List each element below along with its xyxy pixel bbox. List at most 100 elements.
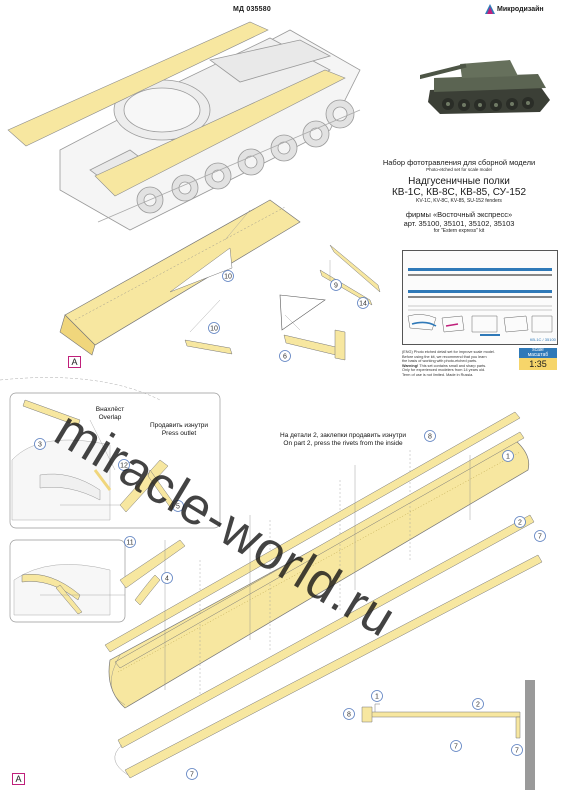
callout-7c: 7 bbox=[511, 744, 523, 756]
warning-line-2: Before using the kit, we recommend that … bbox=[402, 354, 487, 359]
set-title-ru: Набор фототравления для сборной модели bbox=[382, 158, 536, 167]
strip-part-7-upper bbox=[117, 514, 535, 749]
callout-7c-label: 7 bbox=[515, 748, 519, 755]
callout-12-label: 12 bbox=[120, 463, 128, 470]
section-label-top: A bbox=[68, 356, 81, 368]
product-title-ru-2: КВ-1С, КВ-8С, КВ-85, СУ-152 bbox=[391, 187, 527, 198]
callout-10a: 10 bbox=[222, 270, 234, 282]
bracket-part-10-lower bbox=[184, 339, 233, 355]
warning-block: (ENG) Photo etched detail set for improv… bbox=[402, 350, 517, 377]
strip-part-8 bbox=[104, 411, 521, 653]
scale-label-ru: масштаб bbox=[527, 352, 549, 358]
callout-4-label: 4 bbox=[165, 576, 169, 583]
product-title-ru-1: Надгусеничные полки bbox=[408, 176, 510, 187]
callout-7d: 7 bbox=[186, 768, 198, 780]
overlap-note-en: Overlap bbox=[98, 413, 122, 421]
callout-1b: 1 bbox=[371, 690, 383, 702]
bracket-part-6 bbox=[283, 329, 346, 361]
callout-4: 4 bbox=[161, 572, 173, 584]
brand-mark-icon bbox=[485, 4, 495, 14]
press-note-en: Press outlet bbox=[161, 429, 197, 437]
product-code: МД 035580 bbox=[233, 6, 271, 13]
callout-1a: 1 bbox=[502, 450, 514, 462]
section-label-bottom: A bbox=[12, 773, 25, 785]
part-callouts: 10 9 14 10 6 3 12 5 11 4 8 1 2 7 8 1 2 7… bbox=[34, 270, 546, 780]
strip-part-1 bbox=[114, 431, 525, 669]
bracket-part-10-small bbox=[279, 294, 326, 331]
callout-11-label: 11 bbox=[126, 540, 133, 547]
callout-6-label: 6 bbox=[283, 354, 287, 361]
overlap-note: Внахлёст Overlap bbox=[88, 406, 132, 421]
warning-line-1: (ENG) Photo etched detail set for improv… bbox=[402, 350, 495, 354]
inset-box-upper bbox=[9, 392, 221, 529]
callout-7a-label: 7 bbox=[538, 534, 542, 541]
callout-3-label: 3 bbox=[38, 442, 42, 449]
callout-3: 3 bbox=[34, 438, 46, 450]
scale-value: 1:35 bbox=[519, 358, 557, 370]
bracket-part-11 bbox=[119, 539, 186, 589]
callout-10a-label: 10 bbox=[224, 274, 232, 281]
part2-note: На детали 2, заклепки продавить изнутри … bbox=[270, 432, 416, 447]
bracket-part-9 bbox=[319, 269, 373, 306]
callout-12: 12 bbox=[118, 459, 130, 471]
inset-lower-drawing bbox=[13, 564, 111, 616]
callout-6: 6 bbox=[279, 350, 291, 362]
callout-1a-label: 1 bbox=[506, 454, 510, 461]
fret-sheet-preview: КВ-1С / 35100 bbox=[402, 250, 558, 345]
strip-part-7-lower bbox=[124, 554, 543, 779]
leader-lines-inset bbox=[40, 419, 125, 596]
scale-label-en: scale bbox=[532, 347, 544, 353]
warning-line-3: the basis of working with photo-etched p… bbox=[402, 359, 478, 363]
callout-7b: 7 bbox=[450, 740, 462, 752]
kit-maker-ru: фирмы «Восточный экспресс» bbox=[405, 210, 513, 219]
part2-note-en: On part 2, press the rivets from the ins… bbox=[283, 439, 403, 447]
hull-fender-left bbox=[7, 21, 269, 147]
fender-main-bottom bbox=[108, 439, 530, 709]
scale-label: scale масштаб bbox=[519, 348, 557, 358]
callout-2b: 2 bbox=[472, 698, 484, 710]
brand-name: Микродизайн bbox=[497, 6, 544, 13]
callout-11: 11 bbox=[124, 536, 136, 548]
callout-2a-label: 2 bbox=[518, 520, 522, 527]
callout-14: 14 bbox=[357, 297, 369, 309]
callout-7b-label: 7 bbox=[454, 744, 458, 751]
callout-7d-label: 7 bbox=[190, 772, 194, 779]
product-title-en: KV-1C, KV-8C, KV-85, SU-152 fenders bbox=[416, 198, 502, 204]
callout-8b: 8 bbox=[343, 708, 355, 720]
callout-8a: 8 bbox=[424, 430, 436, 442]
kit-articles: арт. 35100, 35101, 35102, 35103 bbox=[403, 219, 515, 228]
title-block: Набор фототравления для сборной модели P… bbox=[360, 158, 558, 234]
callout-10b: 10 bbox=[208, 322, 220, 334]
callout-5-label: 5 bbox=[176, 504, 180, 511]
press-note: Продавить изнутри Press outlet bbox=[140, 422, 218, 437]
leader-lines-bottom bbox=[111, 455, 471, 776]
warning-line-6: Term of use is not limited. Made in Russ… bbox=[402, 372, 474, 377]
overlap-note-ru: Внахлёст bbox=[95, 406, 125, 413]
kit-maker-en: for "Estern express" kit bbox=[433, 228, 485, 234]
press-note-ru: Продавить изнутри bbox=[149, 422, 209, 429]
callout-7a: 7 bbox=[534, 530, 546, 542]
callout-9: 9 bbox=[330, 279, 342, 291]
tank-photo bbox=[420, 38, 555, 118]
fret-label: КВ-1С / 35100 bbox=[530, 337, 557, 342]
bracket-part-4 bbox=[134, 574, 161, 606]
warning-line-4: This set contains small and sharp parts. bbox=[419, 363, 487, 368]
scale-box: scale масштаб 1:35 bbox=[519, 348, 557, 370]
leader-lines-top bbox=[189, 209, 331, 333]
cross-section-drawing bbox=[361, 680, 535, 790]
inset-upper-drawing bbox=[11, 399, 176, 521]
callout-2a: 2 bbox=[514, 516, 526, 528]
callout-14-label: 14 bbox=[359, 301, 367, 308]
callout-1b-label: 1 bbox=[375, 694, 379, 701]
bracket-part-14 bbox=[329, 244, 381, 293]
part2-note-ru: На детали 2, заклепки продавить изнутри bbox=[280, 432, 406, 439]
brand-logo: Микродизайн bbox=[485, 4, 555, 18]
fender-assembly-top bbox=[59, 199, 301, 356]
set-title-en: Photo-etched set for scale model bbox=[426, 167, 492, 172]
warning-label: Warning! bbox=[402, 363, 419, 368]
callout-5: 5 bbox=[172, 500, 184, 512]
callout-2b-label: 2 bbox=[476, 702, 480, 709]
callout-9-label: 9 bbox=[334, 283, 338, 290]
callout-8b-label: 8 bbox=[347, 712, 351, 719]
